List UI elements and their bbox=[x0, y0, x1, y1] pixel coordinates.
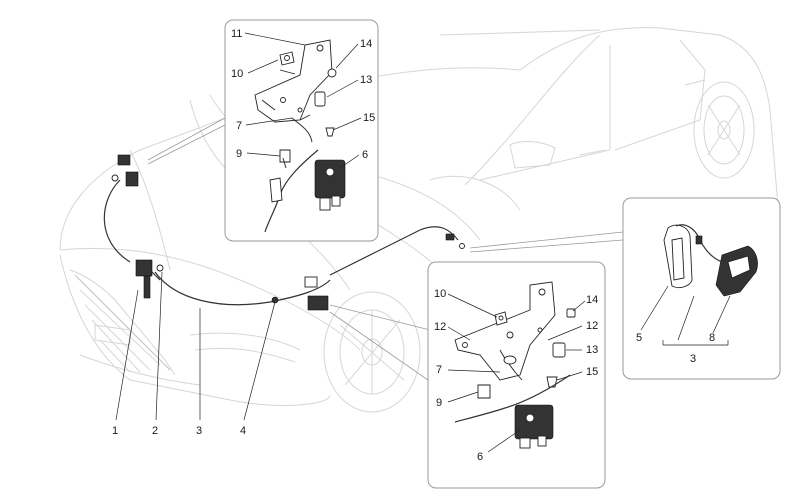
callout-15-lower: 15 bbox=[586, 366, 598, 378]
callout-15-upper: 15 bbox=[363, 112, 375, 124]
cable-end-door bbox=[445, 233, 465, 249]
callout-11-upper: 11 bbox=[231, 28, 242, 40]
callout-12-lower-left: 12 bbox=[434, 321, 446, 333]
callout-5-right: 5 bbox=[636, 332, 642, 344]
hood-release-cable bbox=[103, 179, 459, 306]
callout-6-lower: 6 bbox=[477, 451, 483, 463]
callout-4: 4 bbox=[240, 425, 246, 437]
callout-13-lower: 13 bbox=[586, 344, 598, 356]
detail-panel-lower: 10 14 12 12 13 7 15 9 6 bbox=[427, 261, 606, 489]
callout-10-upper: 10 bbox=[231, 68, 243, 80]
main-callouts: 1 2 3 4 bbox=[112, 271, 276, 437]
callout-14-upper: 14 bbox=[360, 38, 372, 50]
callout-9-lower: 9 bbox=[436, 397, 442, 409]
callout-7-lower: 7 bbox=[436, 364, 442, 376]
callout-14-lower: 14 bbox=[586, 294, 598, 306]
callout-12-lower-right: 12 bbox=[586, 320, 598, 332]
callout-8-right: 8 bbox=[709, 332, 715, 344]
latch-on-car-right bbox=[271, 276, 329, 311]
callout-2: 2 bbox=[152, 425, 158, 437]
callout-3: 3 bbox=[196, 425, 202, 437]
callout-10-lower: 10 bbox=[434, 288, 446, 300]
detail-panel-upper: 11 14 10 13 7 15 9 6 bbox=[224, 19, 379, 242]
callout-1: 1 bbox=[112, 425, 118, 437]
detail-panel-right: 5 8 3 bbox=[622, 197, 781, 380]
callout-3-right: 3 bbox=[690, 353, 696, 365]
latch-on-car-top bbox=[111, 154, 139, 187]
callout-13-upper: 13 bbox=[360, 74, 372, 86]
callout-6-upper: 6 bbox=[362, 149, 368, 161]
callout-9-upper: 9 bbox=[236, 148, 242, 160]
latch-on-car-front bbox=[135, 259, 164, 299]
callout-7-upper: 7 bbox=[236, 120, 242, 132]
